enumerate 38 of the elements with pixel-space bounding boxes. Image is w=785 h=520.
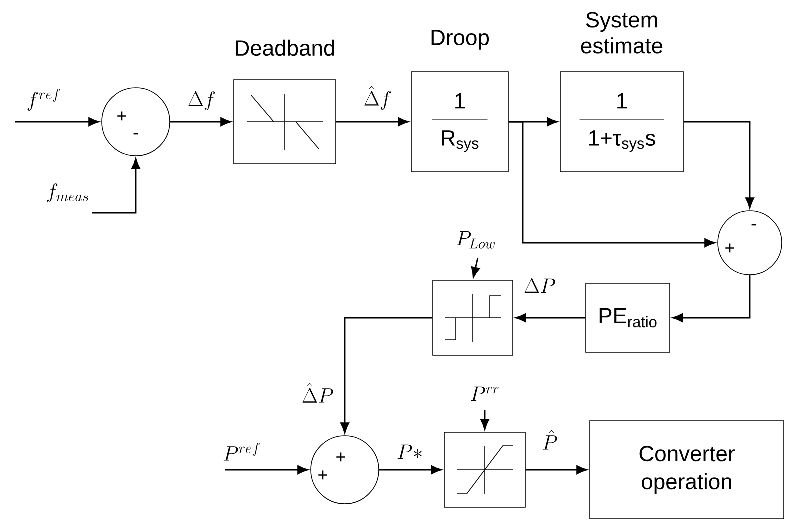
limiter-block (444, 432, 526, 508)
arrow (684, 121, 754, 208)
signal-label: $P_{Low}$ (456, 231, 495, 249)
arrow (471, 258, 480, 278)
arrow (672, 275, 751, 322)
sum-junction: + + (310, 436, 380, 504)
arrow (516, 314, 586, 322)
arrow (336, 118, 409, 126)
relay-block (432, 280, 514, 356)
signal-label: $\Delta P$ (524, 278, 556, 294)
arrow (379, 466, 442, 474)
arrow (15, 118, 100, 126)
process-box: Converter operation (590, 420, 784, 520)
signal-label: $P^{rr}$ (471, 386, 499, 402)
arrow (225, 466, 308, 474)
sum-junction: + - (102, 88, 170, 156)
signal-label: $\hat{\Delta} f$ (364, 86, 392, 110)
signal-label: $\hat{\Delta} P$ (302, 383, 334, 403)
signal-label: $P^{ref}$ (224, 443, 260, 461)
node-label: Deadband (236, 40, 334, 56)
arrow (508, 121, 716, 248)
arrow (480, 410, 490, 430)
signal-label: $\hat{P}$ (543, 430, 558, 450)
transfer-block: 1 R$_{sys}$ (411, 72, 509, 172)
signal-label: $\Delta f$ (188, 92, 216, 110)
arrow (170, 118, 232, 126)
sum-junction: - + (718, 210, 782, 276)
signal-label: $P*$ (398, 444, 422, 460)
arrow (340, 317, 433, 434)
node-label: Droop (432, 30, 490, 50)
node-label: System estimate (581, 12, 663, 54)
signal-label: $f^{ref}$ (28, 89, 60, 111)
deadband-block: Deadband (234, 40, 336, 164)
signal-label: $f_{meas}$ (47, 184, 88, 202)
arrow (92, 158, 140, 214)
arrow (526, 466, 588, 474)
transfer-block: 1 1+τ$_{sys}$s (560, 72, 684, 172)
process-box: PE$_{ratio}$ (586, 283, 670, 353)
